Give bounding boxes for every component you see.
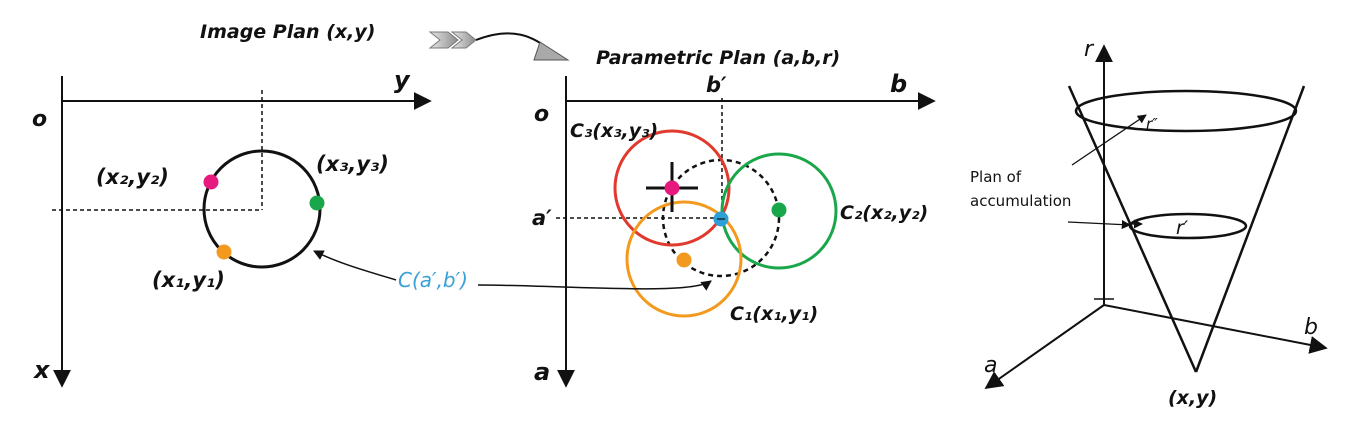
cone-b-axis [1103,304,1328,354]
p2-label: (x₂,y₂) [96,165,169,189]
top-cross-section [1074,89,1298,133]
circle-c1 [625,200,743,318]
transition-arrow-icon [428,31,570,61]
c3-label: C₃(x₃,y₃) [570,120,658,142]
cone-b-label: b [1304,315,1318,340]
r-double-prime-label: r″ [1146,115,1158,133]
circle-c2 [720,152,838,270]
cone-right-edge [1194,85,1306,373]
param-origin-label: o [534,102,549,127]
plan-label-line1: Plan of [970,168,1022,186]
image-origin-label: o [32,107,47,132]
center-annotation: C(a′,b′) [313,250,712,292]
point-p3 [309,195,325,211]
a-prime-label: a′ [532,206,552,230]
plan-pointer [1067,220,1131,230]
cone-apex-label: (x,y) [1168,387,1217,409]
cone-a-axis [984,304,1105,390]
center-arrow-right [477,280,712,291]
c2-label: C₂(x₂,y₂) [840,202,928,224]
r-prime-label: r′ [1176,217,1189,239]
image-y-label: y [394,66,411,94]
image-plane: o y x (x₂,y₂) (x₃,y₃) (x₁,y₁) [32,66,432,388]
p1-label: (x₁,y₁) [152,268,225,292]
center-arrow-left [313,250,397,281]
cone-r-label: r [1084,37,1095,62]
parametric-plan-title: Parametric Plan (a,b,r) [596,47,840,69]
plan-label-line2: accumulation [970,192,1071,210]
center-point-c1 [676,252,692,268]
center-label: C(a′,b′) [398,268,468,292]
image-plan-title: Image Plan (x,y) [200,21,375,43]
circle-c3 [613,129,731,247]
point-p2 [203,174,219,190]
image-x-label: x [33,356,51,384]
b-prime-label: b′ [706,73,727,97]
parametric-plane: o b a b′ a′ C₃(x₃,y₃) C₂(x₂,y₂) C₁(x₁,y₁… [532,70,936,388]
center-point-c2 [771,202,787,218]
center-point-c3 [664,180,680,196]
c1-label: C₁(x₁,y₁) [730,303,818,325]
p3-label: (x₃,y₃) [316,152,389,176]
point-p1 [216,244,232,260]
param-a-label: a [534,358,550,386]
r-double-prime-pointer [1071,114,1147,166]
cone-a-label: a [984,353,997,378]
param-b-label: b [890,70,907,98]
accumulator-cone: r a b (x,y) r″ r′ Plan of accumulation [970,37,1328,409]
